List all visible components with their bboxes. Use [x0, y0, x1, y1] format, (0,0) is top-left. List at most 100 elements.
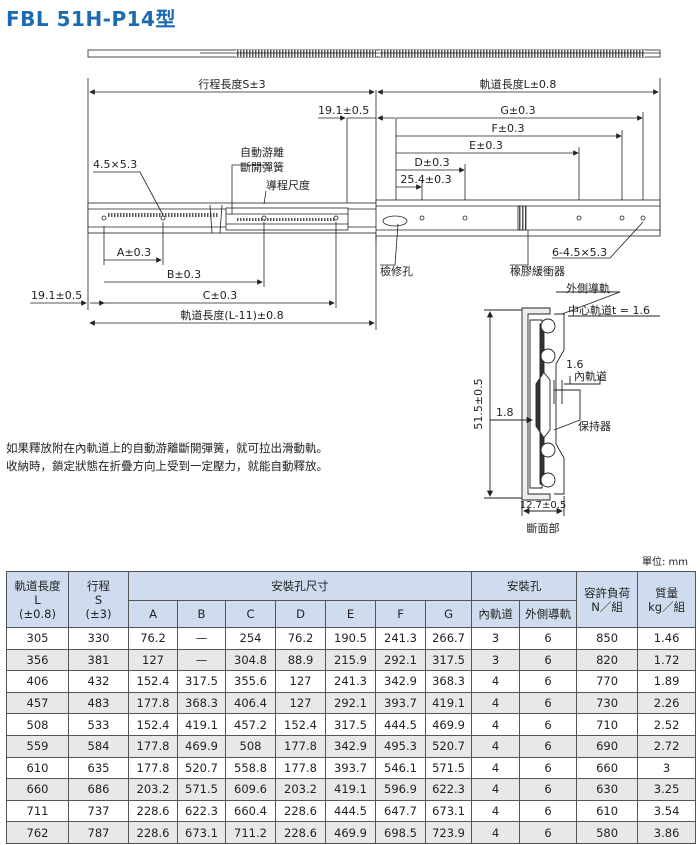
table-cell: 610 [576, 799, 639, 823]
rubber-buffer-label: 橡膠緩衝器 [510, 264, 565, 278]
table-cell: 304.8 [225, 648, 276, 672]
table-cell: 177.8 [128, 756, 178, 780]
table-cell: 419.1 [424, 691, 473, 715]
table-cell: 711 [6, 799, 69, 823]
table-cell: 584 [68, 734, 129, 758]
table-cell: 457.2 [225, 713, 276, 736]
table-cell: 317.5 [325, 713, 376, 736]
table-cell: 622.3 [424, 778, 473, 801]
table-cell: 609.6 [225, 778, 276, 801]
table-cell: 2.72 [637, 734, 697, 758]
table-cell: 673.1 [424, 799, 473, 823]
table-cell: 177.8 [128, 691, 178, 715]
dim-1-8: 1.8 [496, 406, 514, 419]
unit-label: 單位: mm [641, 557, 688, 568]
table-cell: 660.4 [225, 799, 276, 823]
table-cell: 444.5 [325, 799, 376, 823]
table-cell: 127 [275, 670, 326, 693]
table-cell: 6 [519, 627, 578, 650]
note-line-2: 收納時，鎖定狀態在折疊方向上受到一定壓力，就能自動釋放。 [6, 459, 328, 473]
table-cell: 317.5 [424, 648, 473, 672]
table-cell: 228.6 [275, 799, 326, 823]
table-cell: 558.8 [225, 756, 276, 780]
table-cell: 698.5 [375, 821, 426, 844]
table-cell: 737 [68, 799, 129, 823]
table-cell: 3.54 [637, 799, 697, 823]
table-cell: 483 [68, 691, 129, 715]
table-cell: 673.1 [177, 821, 226, 844]
auto-release-spring-label-2: 斷開彈簧 [240, 160, 284, 174]
cross-section-drawing: 外側導軌 中心軌道t = 1.6 1.6 內軌道 1.8 保持器 51.5±0.… [472, 281, 660, 535]
table-cell: 6 [519, 670, 578, 693]
dim-d: D±0.3 [414, 156, 449, 169]
rail-length-dimension: 軌道長度L±0.8 [480, 77, 557, 91]
table-cell: 444.5 [375, 713, 426, 736]
table-cell: 215.9 [325, 648, 376, 672]
table-cell: 711.2 [225, 821, 276, 844]
table-cell: 4 [471, 799, 521, 823]
table-cell: 2.26 [637, 691, 697, 715]
table-cell: 406 [6, 670, 69, 693]
table-cell: 4 [471, 778, 521, 801]
table-cell: 4 [471, 821, 521, 844]
table-cell: 660 [576, 756, 639, 780]
table-cell: 647.7 [375, 799, 426, 823]
table-cell: 6 [519, 778, 578, 801]
table-cell: 4 [471, 691, 521, 715]
header-mount-holes: 安裝孔 [471, 571, 578, 601]
table-cell: 228.6 [128, 821, 178, 844]
six-holes-label: 6-4.5×5.3 [552, 246, 607, 259]
table-cell: 469.9 [424, 713, 473, 736]
table-cell: 495.3 [375, 734, 426, 758]
table-cell: 6 [519, 648, 578, 672]
table-cell: 850 [576, 627, 639, 650]
outer-rail-label: 外側導軌 [566, 281, 610, 295]
table-cell: 469.9 [325, 821, 376, 844]
table-cell: 127 [128, 648, 178, 672]
table-cell: 190.5 [325, 627, 376, 650]
table-cell: 76.2 [275, 627, 326, 650]
table-cell: 622.3 [177, 799, 226, 823]
retainer-label: 保持器 [578, 419, 611, 433]
inner-rail-label: 內軌道 [574, 369, 607, 383]
section-caption: 斷面部 [527, 521, 560, 535]
table-cell: 228.6 [275, 821, 326, 844]
dim-25-4: 25.4±0.3 [400, 173, 451, 186]
table-cell: 305 [6, 627, 69, 650]
table-cell: 177.8 [275, 734, 326, 758]
table-cell: 6 [519, 734, 578, 758]
header-inner-rail: 內軌道 [471, 600, 521, 628]
table-cell: 292.1 [325, 691, 376, 715]
table-cell: 2.52 [637, 713, 697, 736]
table-cell: 3.86 [637, 821, 697, 844]
table-cell: — [177, 648, 226, 672]
table-cell: 1.89 [637, 670, 697, 693]
table-cell: 3 [471, 648, 521, 672]
table-cell: 393.7 [325, 756, 376, 780]
table-cell: 630 [576, 778, 639, 801]
table-cell: 770 [576, 670, 639, 693]
table-cell: 152.4 [275, 713, 326, 736]
page-title: FBL 51H-P14型 [6, 7, 176, 31]
guide-scale-label: 導程尺度 [266, 178, 310, 192]
dim-e: E±0.3 [469, 139, 503, 152]
table-cell: 580 [576, 821, 639, 844]
note-line-1: 如果釋放附在內軌道上的自動游離斷開彈簧，就可拉出滑動軌。 [6, 441, 328, 455]
table-cell: 4 [471, 670, 521, 693]
table-cell: 241.3 [375, 627, 426, 650]
header-d: D [275, 600, 326, 628]
auto-release-spring-label-1: 自動游離 [240, 145, 284, 159]
table-cell: 559 [6, 734, 69, 758]
table-cell: 762 [6, 821, 69, 844]
table-cell: 152.4 [128, 713, 178, 736]
section-height: 51.5±0.5 [472, 378, 485, 429]
